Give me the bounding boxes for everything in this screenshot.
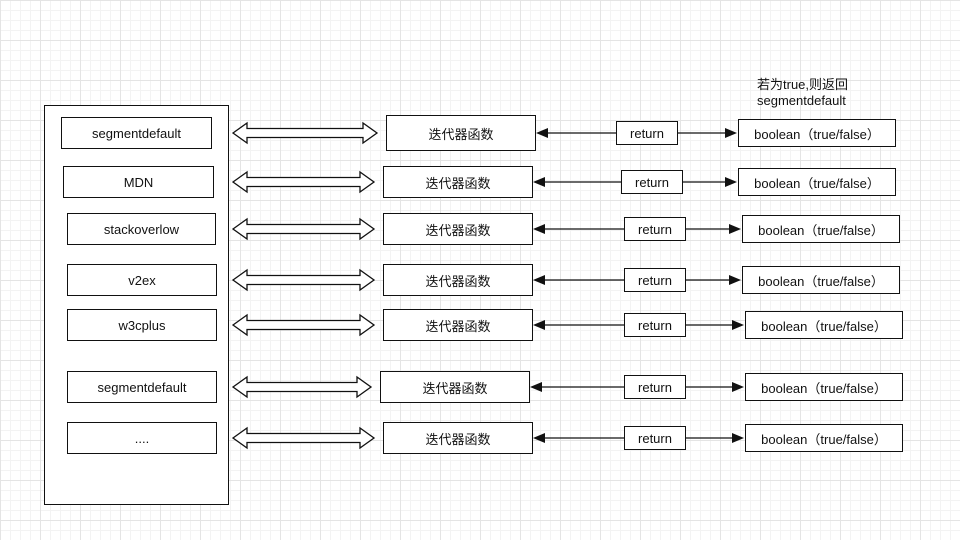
double-arrow	[231, 268, 376, 292]
double-arrow	[231, 313, 376, 337]
return-label: return	[624, 313, 686, 337]
arrowhead	[533, 433, 545, 443]
return-label: return	[624, 375, 686, 399]
arrowhead	[729, 275, 741, 285]
arrowhead	[533, 177, 545, 187]
iterator-function-box: 迭代器函数	[383, 166, 533, 198]
double-arrow	[231, 375, 373, 399]
site-item: stackoverlow	[67, 213, 216, 245]
double-arrow	[231, 217, 376, 241]
double-arrow	[231, 426, 376, 450]
site-item: w3cplus	[67, 309, 217, 341]
arrowhead	[533, 224, 545, 234]
iterator-function-box: 迭代器函数	[383, 309, 533, 341]
return-label: return	[624, 426, 686, 450]
iterator-function-box: 迭代器函数	[386, 115, 536, 151]
arrowhead	[725, 128, 737, 138]
boolean-result-box: boolean（true/false）	[745, 424, 903, 452]
note-text: 若为true,则返回 segmentdefault	[757, 77, 848, 109]
arrowhead	[732, 320, 744, 330]
iterator-function-box: 迭代器函数	[380, 371, 530, 403]
note-line-2: segmentdefault	[757, 93, 846, 108]
arrowhead	[533, 275, 545, 285]
return-label: return	[624, 217, 686, 241]
site-item: segmentdefault	[61, 117, 212, 149]
arrowhead	[530, 382, 542, 392]
boolean-result-box: boolean（true/false）	[745, 311, 903, 339]
return-label: return	[616, 121, 678, 145]
site-item: MDN	[63, 166, 214, 198]
arrowhead	[732, 433, 744, 443]
boolean-result-box: boolean（true/false）	[742, 215, 900, 243]
arrowhead	[536, 128, 548, 138]
iterator-function-box: 迭代器函数	[383, 422, 533, 454]
arrowhead	[729, 224, 741, 234]
boolean-result-box: boolean（true/false）	[738, 168, 896, 196]
site-item: v2ex	[67, 264, 217, 296]
note-line-1: 若为true,则返回	[757, 77, 849, 92]
return-label: return	[624, 268, 686, 292]
arrowhead	[732, 382, 744, 392]
double-arrow	[231, 121, 379, 145]
boolean-result-box: boolean（true/false）	[742, 266, 900, 294]
iterator-function-box: 迭代器函数	[383, 213, 533, 245]
boolean-result-box: boolean（true/false）	[738, 119, 896, 147]
iterator-function-box: 迭代器函数	[383, 264, 533, 296]
site-item: segmentdefault	[67, 371, 217, 403]
arrowhead	[725, 177, 737, 187]
site-item: ....	[67, 422, 217, 454]
return-label: return	[621, 170, 683, 194]
arrowhead	[533, 320, 545, 330]
boolean-result-box: boolean（true/false）	[745, 373, 903, 401]
double-arrow	[231, 170, 376, 194]
